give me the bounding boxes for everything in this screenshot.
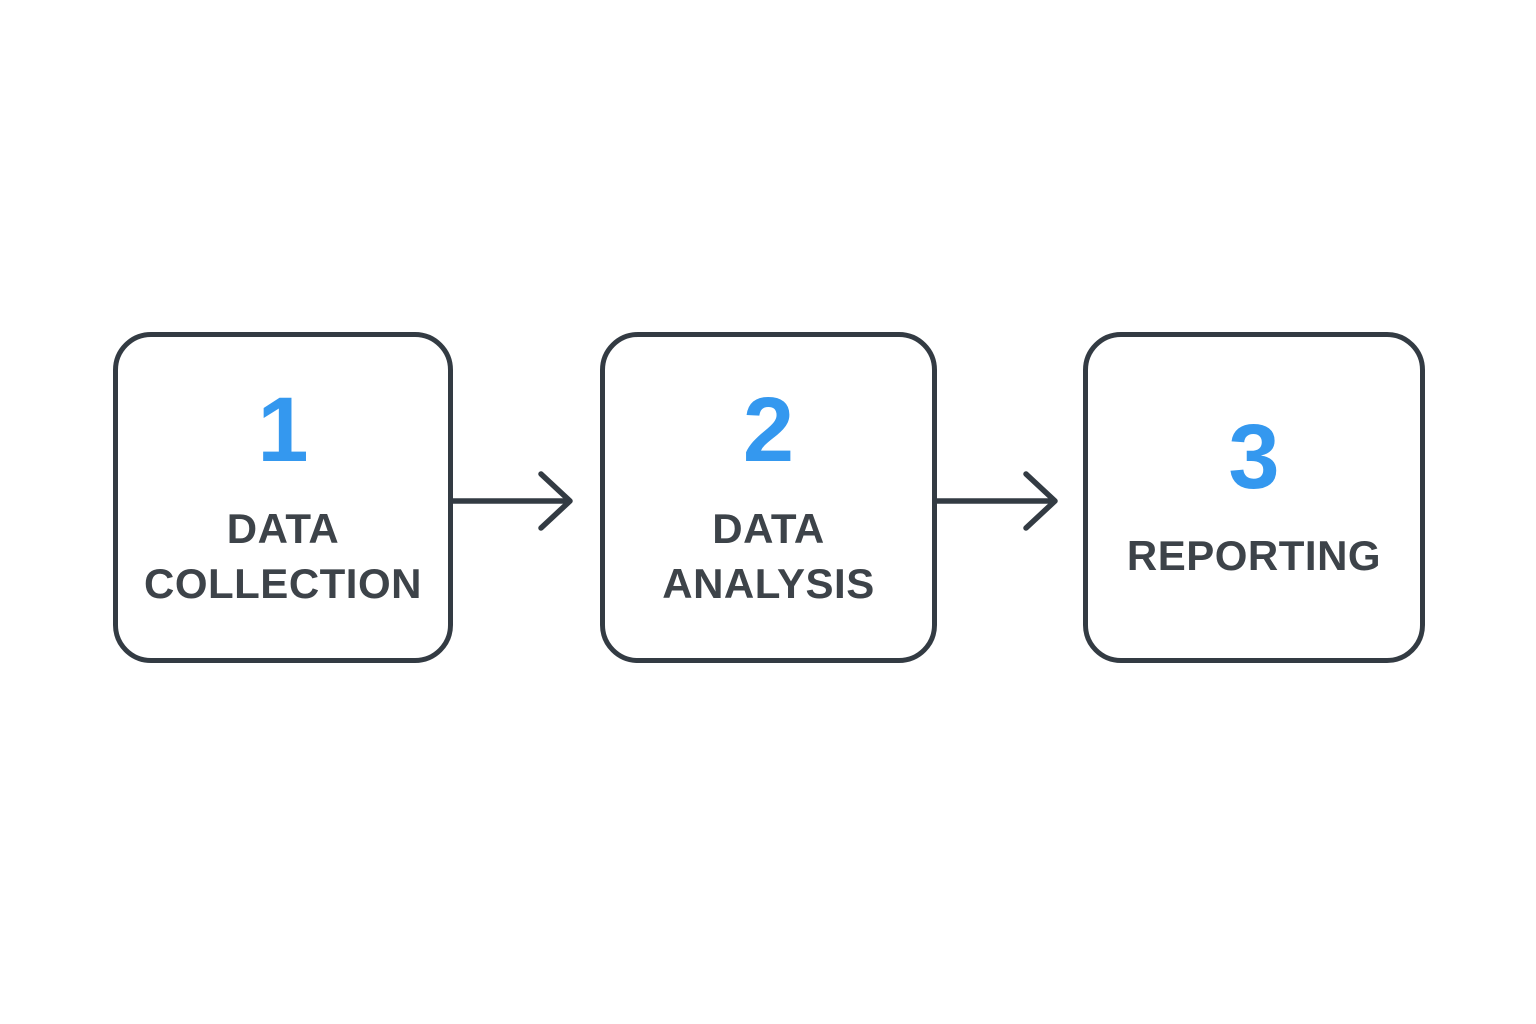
step-number: 3 xyxy=(1228,406,1280,509)
step-box-reporting: 3 REPORTING xyxy=(1083,332,1425,663)
arrow-right-icon xyxy=(450,468,576,534)
step-number: 2 xyxy=(742,378,795,481)
step-label: DATA ANALYSIS xyxy=(662,504,875,607)
step-box-data-analysis: 2 DATA ANALYSIS xyxy=(600,332,937,663)
step-label: REPORTING xyxy=(1126,532,1382,580)
step-label: DATA COLLECTION xyxy=(144,504,422,607)
arrow-right-icon xyxy=(935,468,1061,534)
step-number: 1 xyxy=(257,378,309,481)
step-box-data-collection: 1 DATA COLLECTION xyxy=(113,332,453,663)
